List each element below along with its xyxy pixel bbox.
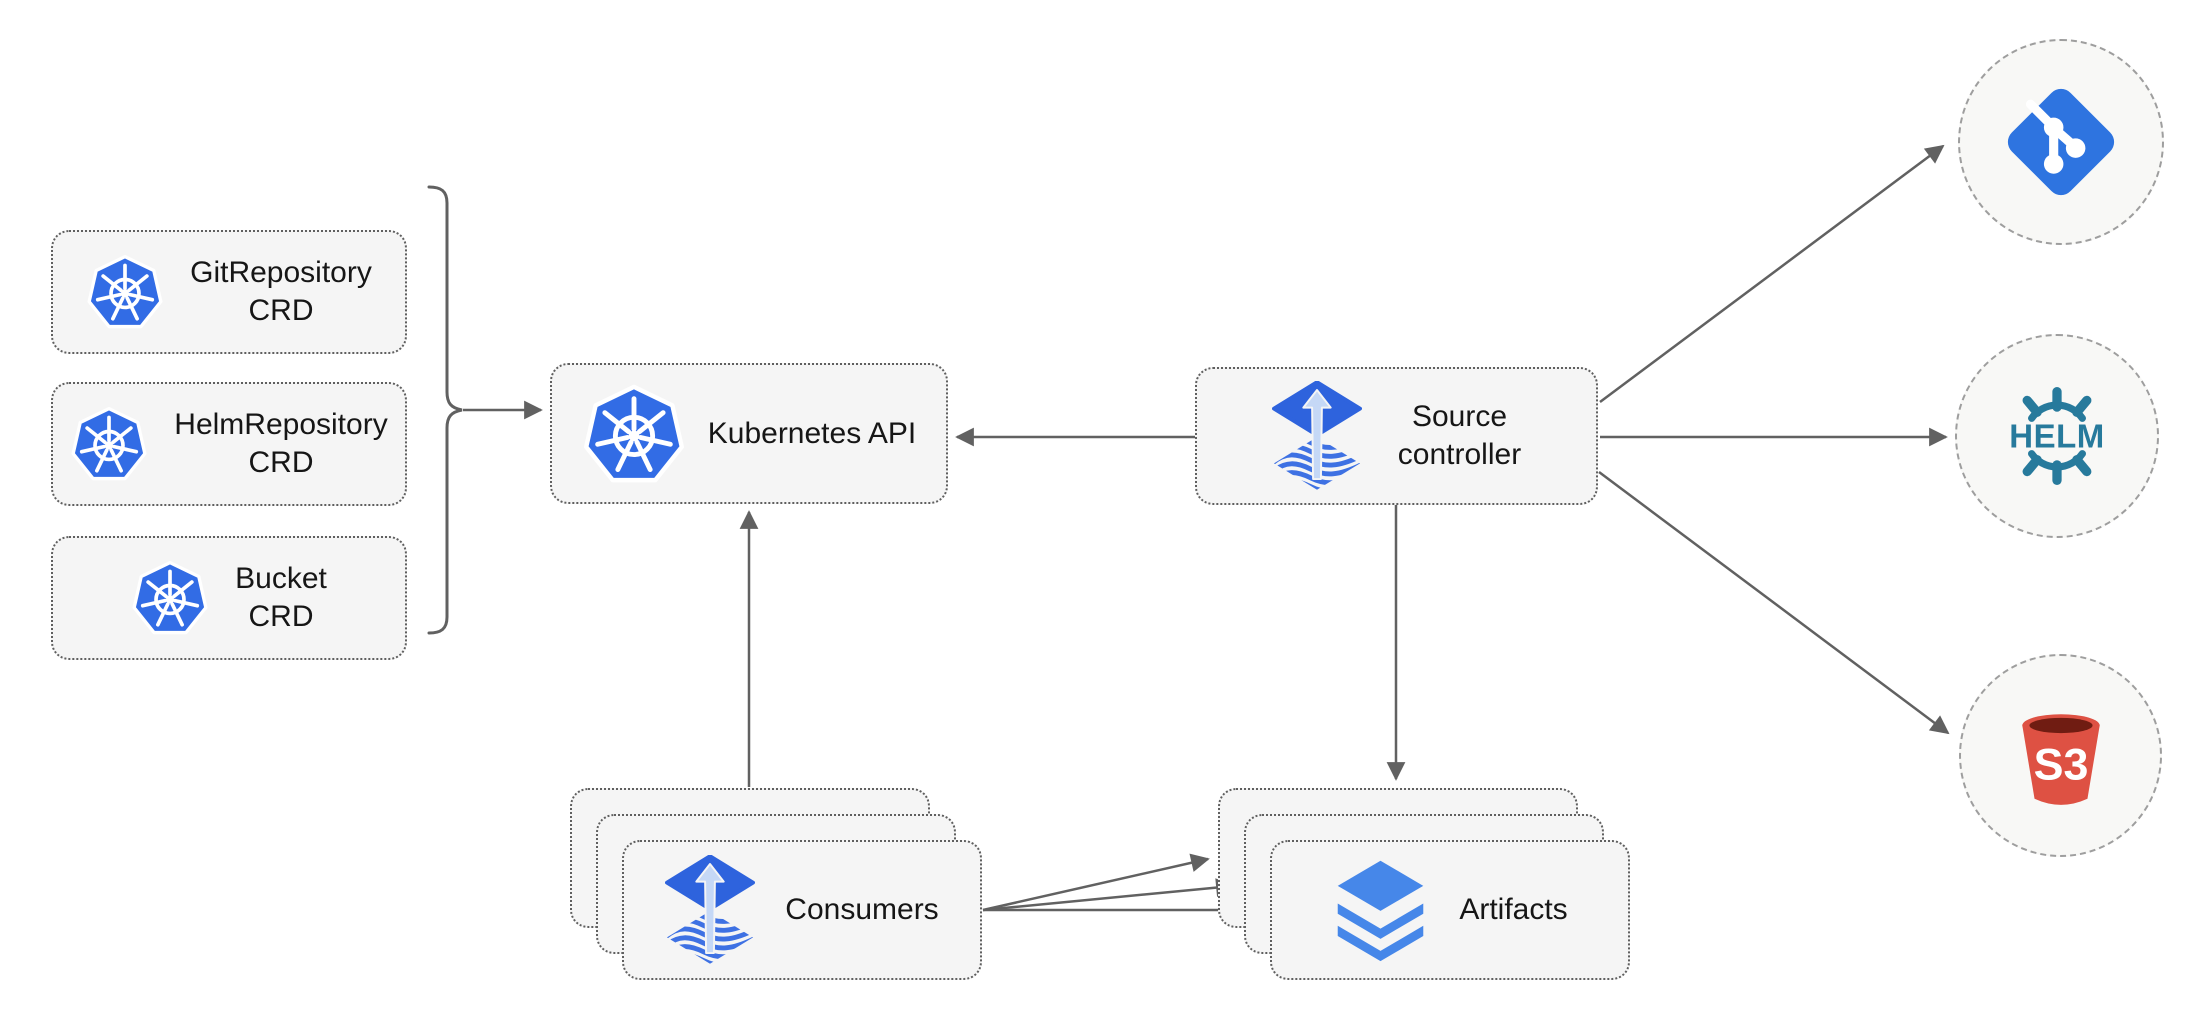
arrow-consumers-to-artifacts-2: [982, 878, 1235, 912]
kubernetes-wheel-icon: [71, 407, 147, 481]
consumers-node: Consumers: [622, 840, 982, 980]
kubernetes-api-node: Kubernetes API: [550, 363, 948, 504]
helm-logo-text: HELM: [2009, 417, 2104, 454]
artifacts-node: Artifacts: [1270, 840, 1630, 980]
layers-icon: [1338, 860, 1424, 962]
kubernetes-wheel-icon: [87, 255, 163, 329]
kubernetes-wheel-icon: [132, 561, 208, 635]
s3-logo-text: S3: [2033, 739, 2088, 789]
kubernetes-wheel-icon: [583, 384, 684, 482]
git-remote-circle: [1958, 39, 2164, 245]
s3-remote-circle: S3: [1959, 654, 2162, 857]
git-branch-icon: [2007, 88, 2115, 196]
arrow-source-to-s3: [1598, 470, 1950, 735]
helm-remote-circle: HELM: [1955, 334, 2159, 538]
source-controller-node: Source controller: [1195, 367, 1598, 505]
flux-icon: [665, 855, 756, 964]
node-label: Artifacts: [1459, 893, 1568, 927]
arrow-consumers-to-artifacts-1: [982, 853, 1210, 912]
node-label: GitRepository CRD: [190, 256, 372, 327]
node-label: Source controller: [1397, 400, 1522, 471]
arrow-source-to-git: [1599, 144, 1945, 404]
gitrepository-crd-node: GitRepository CRD: [51, 230, 407, 354]
crd-group-brace: [427, 185, 463, 635]
node-label: Kubernetes API: [707, 416, 917, 450]
helmrepository-crd-node: HelmRepository CRD: [51, 382, 407, 506]
flux-icon: [1271, 381, 1362, 490]
s3-bucket-icon: S3: [2021, 713, 2100, 805]
node-label: HelmRepository CRD: [174, 408, 388, 479]
node-label: Consumers: [785, 893, 939, 927]
node-label: Bucket CRD: [235, 562, 327, 633]
helm-wheel-icon: HELM: [2009, 387, 2104, 485]
bucket-crd-node: Bucket CRD: [51, 536, 407, 660]
